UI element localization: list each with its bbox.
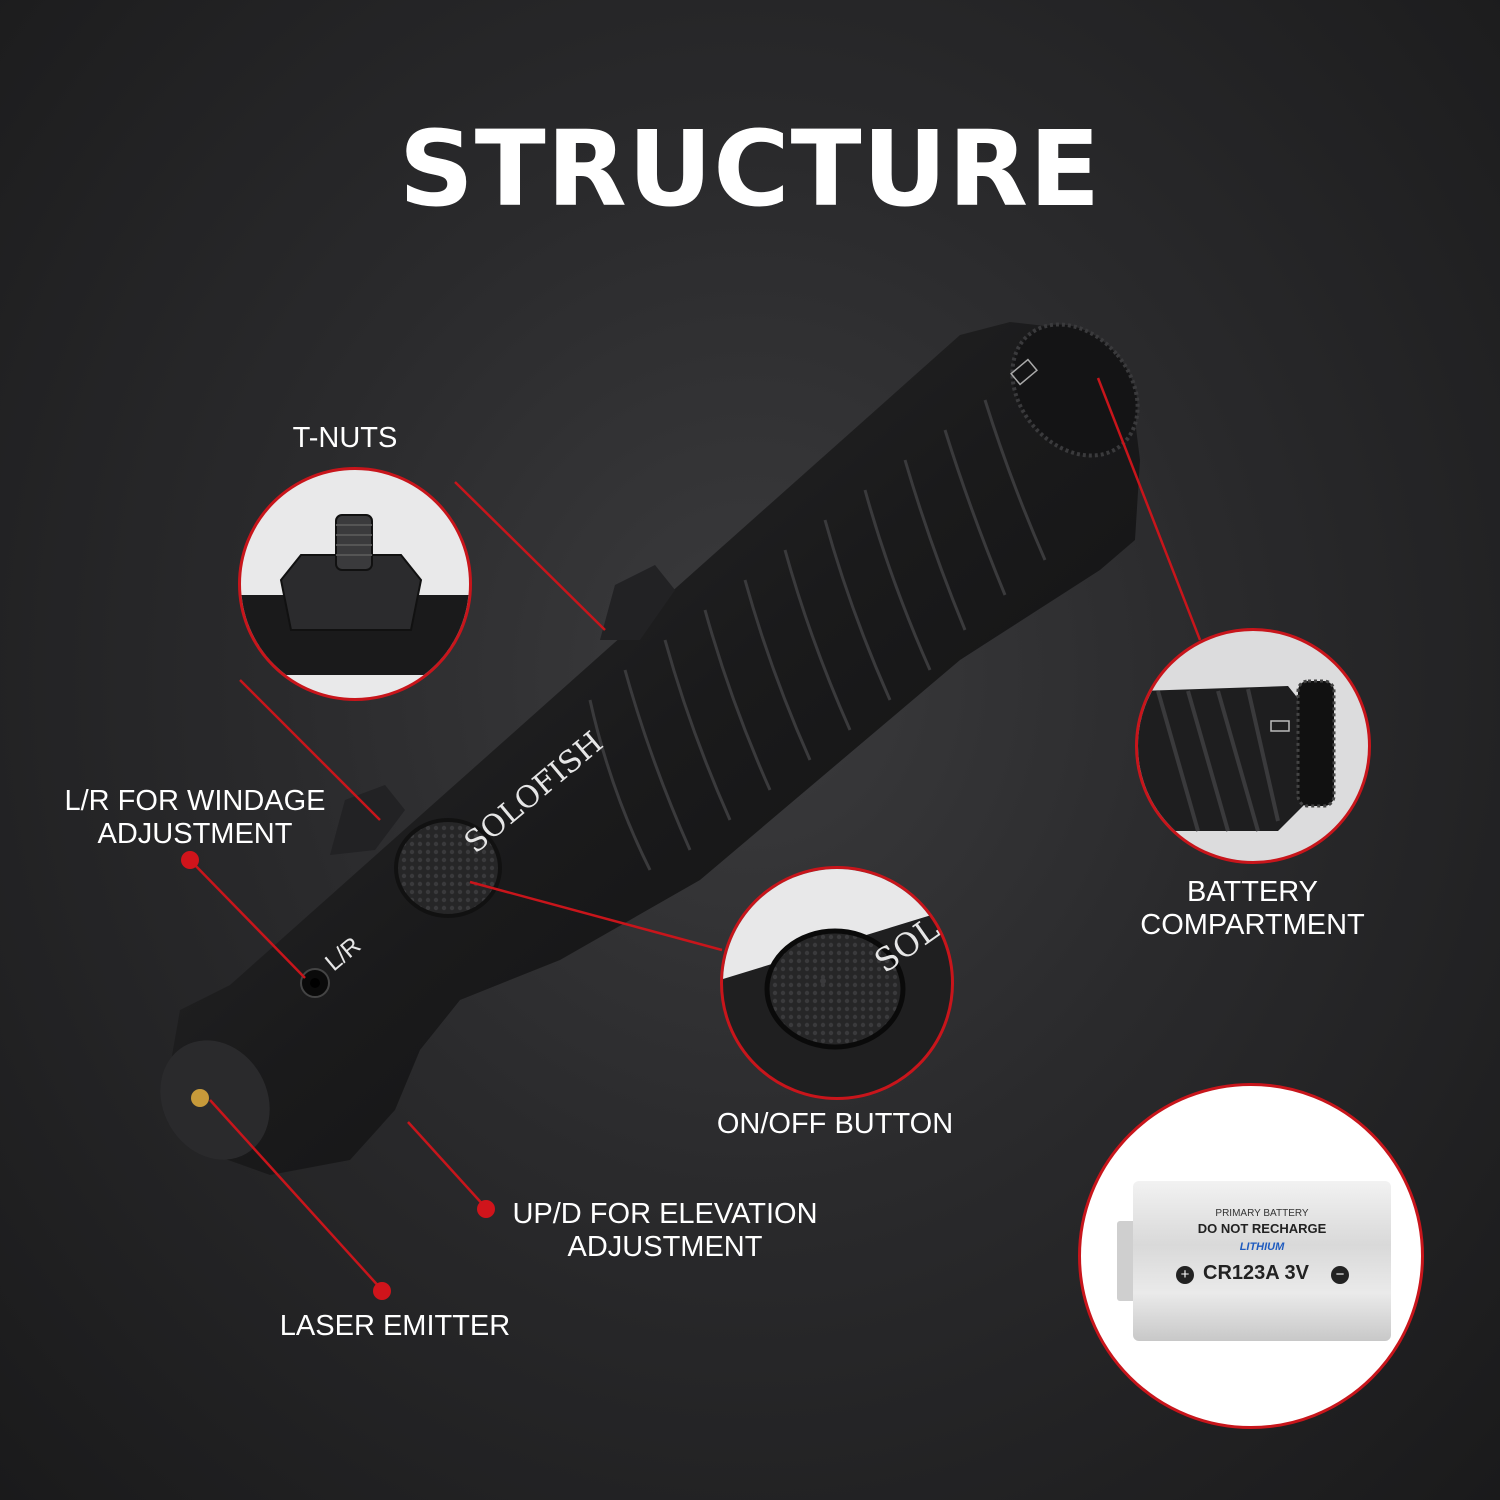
page-title: STRUCTURE [398,108,1102,230]
leader-lines [189,377,1202,1291]
battery-compartment-label: BATTERY COMPARTMENT [1120,876,1385,942]
laser-marker-dot [373,1282,391,1300]
t-nuts-callout [238,467,472,701]
t-nuts-label: T-NUTS [292,422,398,454]
battery-terminal [1117,1221,1133,1301]
elevation-marker-dot [477,1200,495,1218]
battery-plus-icon: + [1176,1266,1194,1284]
elevation-label-line2: ADJUSTMENT [567,1231,763,1263]
battery-label-line1: BATTERY [1186,876,1319,908]
battery-line3: LITHIUM [1239,1241,1285,1253]
on-off-button-label: ON/OFF BUTTON [716,1108,954,1140]
battery-callout: PRIMARY BATTERY DO NOT RECHARGE LITHIUM … [1078,1083,1424,1429]
battery-compartment-callout [1135,628,1371,864]
device-body [160,322,1140,1175]
battery-line1: PRIMARY BATTERY [1215,1208,1309,1219]
windage-adjustment-label: L/R FOR WINDAGE ADJUSTMENT [40,785,350,851]
windage-label-line2: ADJUSTMENT [97,818,293,850]
laser-emitter-label: LASER EMITTER [279,1310,511,1342]
on-off-button-closeup-image: SOL [723,869,951,1050]
battery-minus-icon: − [1331,1266,1349,1284]
windage-label-line1: L/R FOR WINDAGE [64,785,326,817]
on-off-button-callout: SOL [720,866,954,1100]
elevation-label-line1: UP/D FOR ELEVATION [512,1198,818,1230]
battery-line2: DO NOT RECHARGE [1197,1221,1327,1236]
battery-model: CR123A 3V [1203,1262,1309,1284]
windage-marker-dot [181,851,199,869]
battery-label-line2: COMPARTMENT [1140,909,1365,941]
elevation-adjustment-label: UP/D FOR ELEVATION ADJUSTMENT [500,1198,830,1264]
t-nut-closeup-image [241,514,469,675]
battery-cell: PRIMARY BATTERY DO NOT RECHARGE LITHIUM … [1117,1181,1391,1341]
battery-compartment-closeup-image [1138,679,1336,832]
